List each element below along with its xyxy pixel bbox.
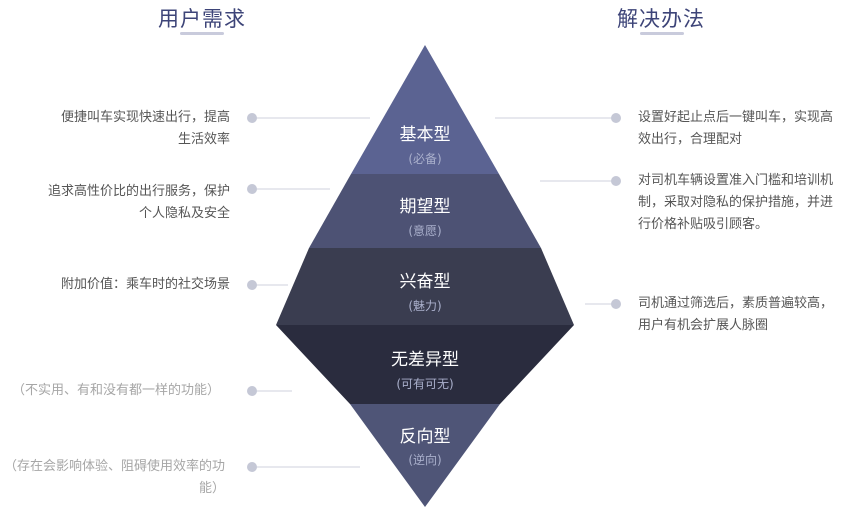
need-item-2: 追求高性价比的出行服务，保护 个人隐私及安全	[48, 181, 230, 225]
solution-item-2: 对司机车辆设置准入门槛和培训机 制，采取对隐私的保护措施，并进 行价格补贴吸引顾…	[638, 170, 833, 236]
solution-item-1-line2: 效出行，合理配对	[638, 132, 743, 147]
level-exciting-shape	[276, 248, 574, 325]
level-reverse-shape	[350, 404, 500, 507]
solution-dot-1	[611, 113, 621, 123]
level-basic-shape	[351, 45, 499, 174]
need-dot-2	[247, 184, 257, 194]
solution-dot-3	[611, 299, 621, 309]
need-item-3: 附加价值：乘车时的社交场景	[61, 274, 230, 296]
solution-item-2-line1: 对司机车辆设置准入门槛和培训机	[638, 173, 834, 188]
solutions-header-underline	[640, 32, 684, 35]
need-item-5-line2: 能）	[198, 481, 225, 496]
need-item-4-line1: （不实用、有和没有都一样的功能）	[11, 383, 220, 398]
level-reverse-title: 反向型	[399, 427, 451, 447]
level-basic-title: 基本型	[399, 125, 451, 145]
need-item-2-line1: 追求高性价比的出行服务，保护	[47, 184, 230, 199]
need-item-1-line1: 便捷叫车实现快速出行，提高	[60, 110, 230, 125]
need-item-4: （不实用、有和没有都一样的功能）	[12, 380, 220, 402]
level-expected-subtitle: (意愿)	[408, 224, 442, 238]
level-exciting-subtitle: (魅力)	[408, 299, 442, 313]
level-reverse-subtitle: (逆向)	[408, 453, 442, 467]
solution-item-2-line2: 制，采取对隐私的保护措施，并进	[638, 195, 834, 210]
need-item-1: 便捷叫车实现快速出行，提高 生活效率	[61, 107, 230, 151]
need-item-5: （存在会影响体验、阻碍使用效率的功 能）	[4, 456, 225, 500]
user-needs-header: 用户需求	[158, 7, 246, 31]
solution-item-1-line1: 设置好起止点后一键叫车，实现高	[638, 110, 834, 125]
solution-item-3-line1: 司机通过筛选后，素质普遍较高，	[638, 296, 834, 311]
level-expected-shape	[309, 174, 541, 248]
need-item-2-line2: 个人隐私及安全	[138, 206, 230, 221]
need-item-1-line2: 生活效率	[177, 132, 230, 147]
need-item-3-line1: 附加价值：乘车时的社交场景	[60, 277, 230, 292]
need-item-5-line1: （存在会影响体验、阻碍使用效率的功	[3, 459, 225, 474]
level-indifferent-shape	[276, 325, 574, 404]
need-dot-1	[247, 113, 257, 123]
need-dot-3	[247, 280, 257, 290]
solution-item-2-line3: 行价格补贴吸引顾客。	[638, 217, 769, 232]
solution-dot-2	[611, 176, 621, 186]
level-indifferent-title: 无差异型	[391, 350, 459, 370]
solutions-header: 解决办法	[617, 7, 705, 31]
level-exciting-title: 兴奋型	[399, 272, 451, 292]
solution-item-3-line2: 用户有机会扩展人脉圈	[638, 318, 769, 333]
solution-item-3: 司机通过筛选后，素质普遍较高， 用户有机会扩展人脉圈	[638, 293, 833, 337]
need-dot-4	[247, 386, 257, 396]
need-dot-5	[247, 462, 257, 472]
user-needs-header-underline	[180, 32, 224, 35]
level-basic-subtitle: (必备)	[408, 152, 442, 166]
level-expected-title: 期望型	[399, 197, 451, 217]
solution-item-1: 设置好起止点后一键叫车，实现高 效出行，合理配对	[638, 107, 833, 151]
level-indifferent-subtitle: (可有可无)	[396, 377, 454, 391]
